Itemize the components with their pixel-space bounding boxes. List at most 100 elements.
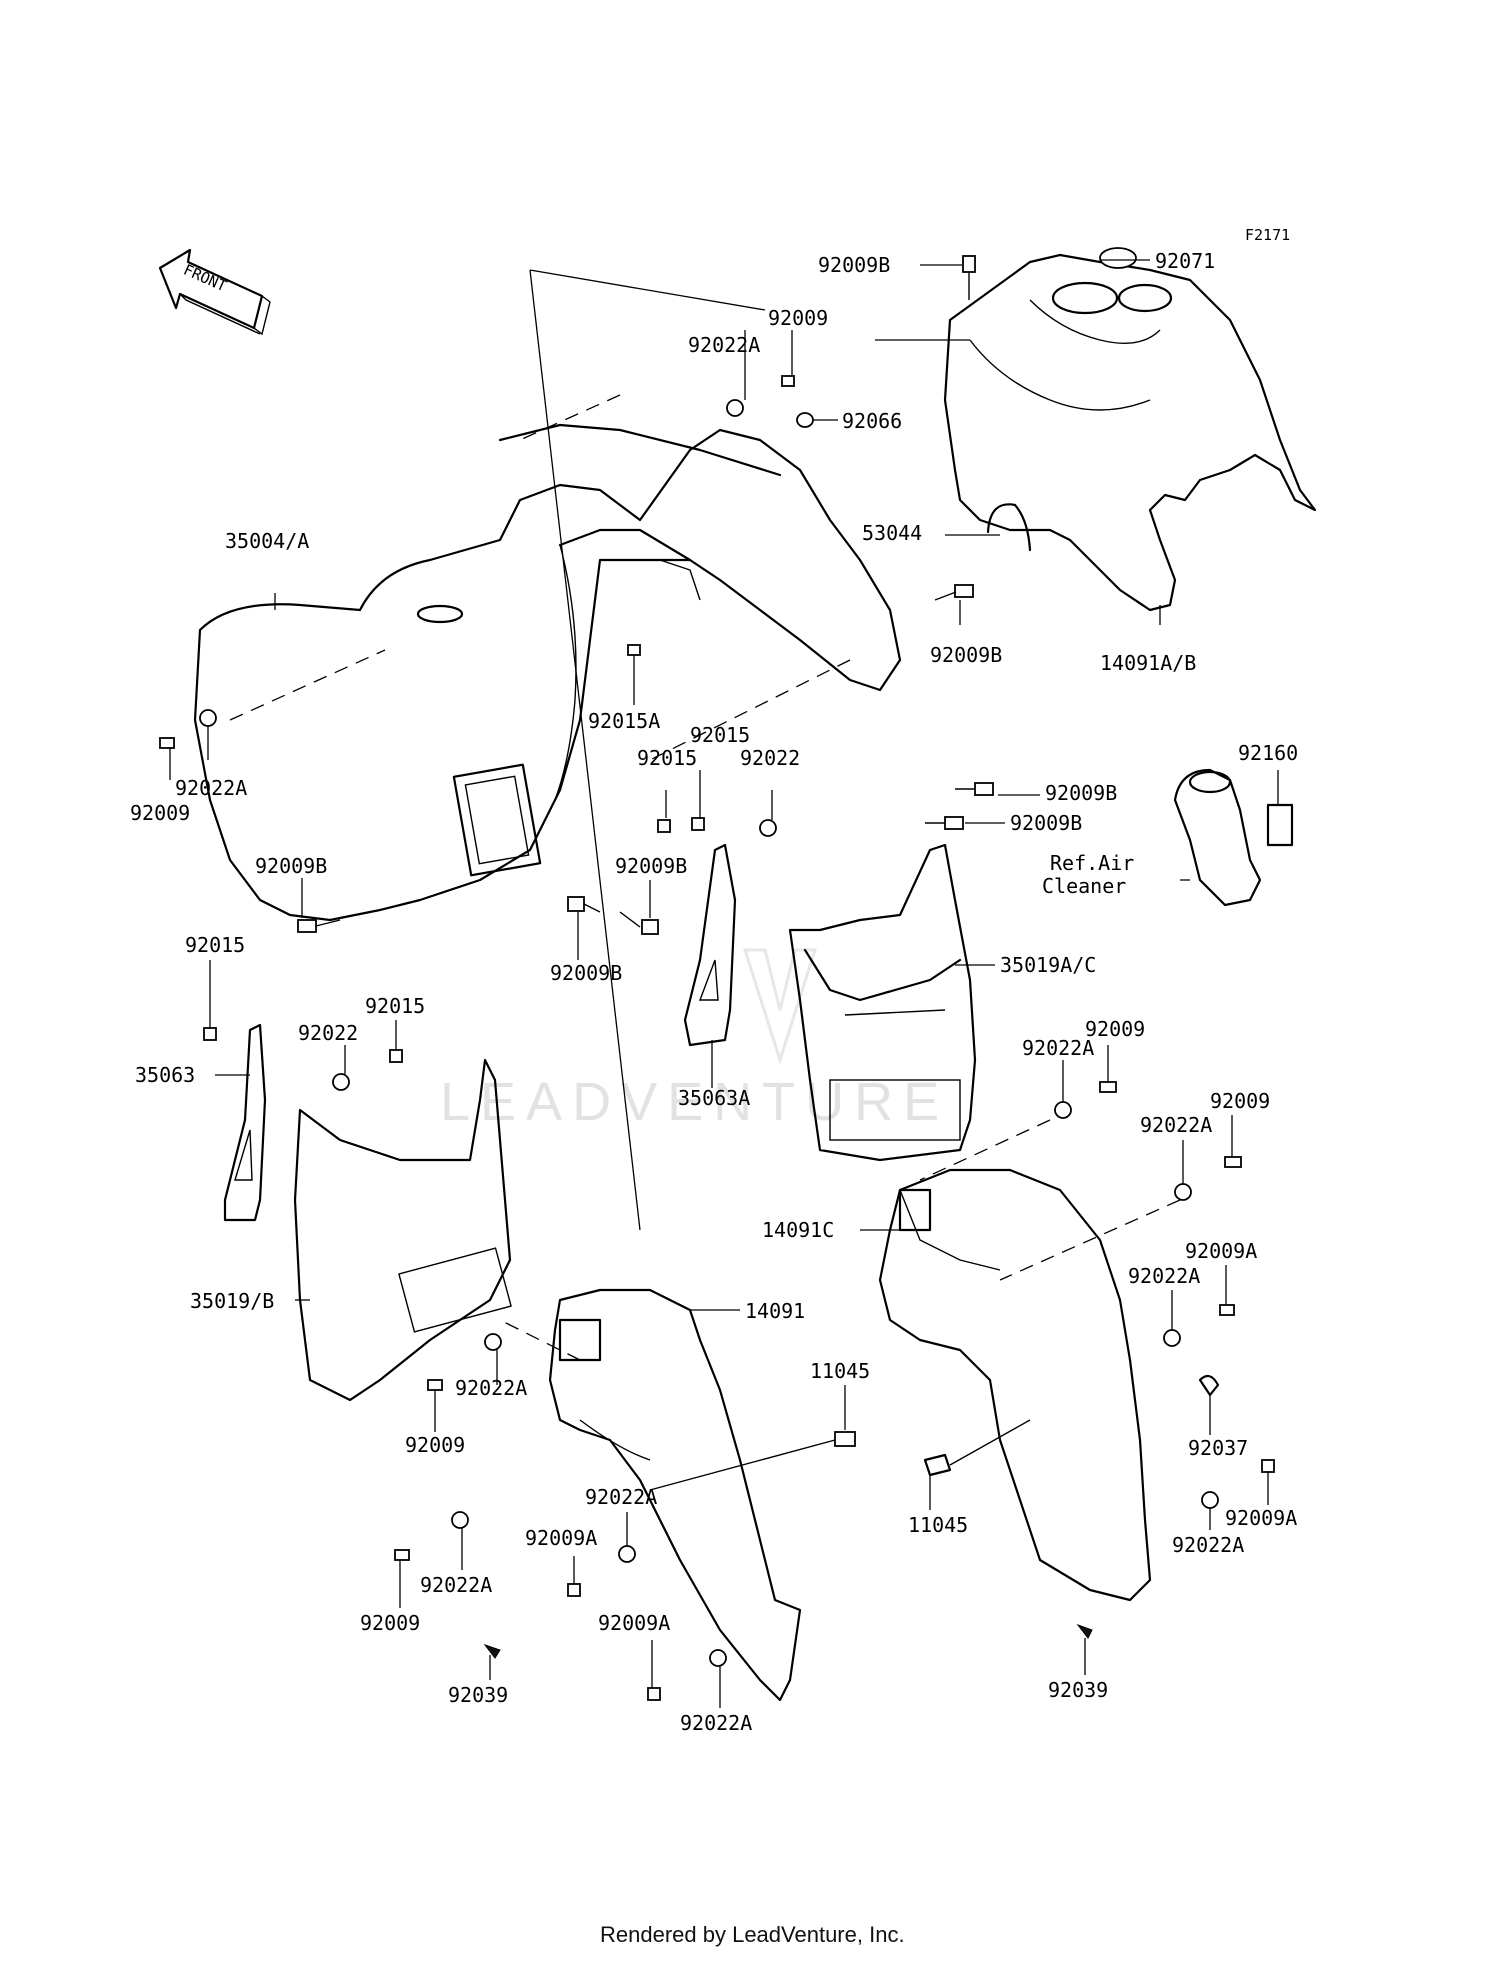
footer-credit: Rendered by LeadVenture, Inc. <box>600 1922 905 1947</box>
callout-14091: 14091 <box>745 1299 805 1323</box>
hw-washer-92022A-c3 <box>451 1511 469 1529</box>
callout-92022A-r1: 92022A <box>1022 1036 1094 1060</box>
hw-bolt-92009B-low <box>567 896 601 913</box>
fender-upper-edge <box>498 423 782 477</box>
callout-53044: 53044 <box>862 521 922 545</box>
ref-note-line1: Ref.Air <box>1050 851 1134 875</box>
callout-35004A: 35004/A <box>225 529 309 553</box>
callout-92009B-center: 92009B <box>615 854 687 878</box>
part-35063A-bracket <box>683 843 737 1047</box>
hw-pin-11045-b <box>923 1419 1031 1477</box>
callout-92039-b: 92039 <box>1048 1678 1108 1702</box>
callout-92009-c: 92009 <box>405 1433 465 1457</box>
callout-92160: 92160 <box>1238 741 1298 765</box>
callout-92009A-r2: 92009A <box>1225 1506 1297 1530</box>
hw-pin-11045-a <box>649 1431 856 1491</box>
callout-35019B: 35019/B <box>190 1289 274 1313</box>
callout-92022A-r4: 92022A <box>1172 1533 1244 1557</box>
hw-nut-92015-left <box>203 1027 217 1041</box>
hw-bolt-92009B-r2 <box>925 816 964 830</box>
hw-plug-92066 <box>796 412 814 428</box>
part-14091-inner-fender <box>548 1288 802 1702</box>
diagram-code: F2171 <box>1245 226 1290 244</box>
callout-92015A: 92015A <box>588 709 660 733</box>
hw-washer-92022A-r1 <box>1054 1101 1072 1119</box>
hw-washer-92022A-r3 <box>1163 1329 1181 1347</box>
callout-35063A: 35063A <box>678 1086 750 1110</box>
callout-92009A-r: 92009A <box>1185 1239 1257 1263</box>
callout-92009B-mid: 92009B <box>930 643 1002 667</box>
part-14091AB-cover <box>943 253 1317 612</box>
hw-bolt-92009B-center <box>619 911 659 935</box>
front-arrow-icon: FRONT <box>158 248 271 336</box>
callout-92022A-c2: 92022A <box>585 1485 657 1509</box>
watermark: LEADVENTURE <box>440 1072 949 1132</box>
callout-14091AB: 14091A/B <box>1100 651 1196 675</box>
callout-92009B-left: 92009B <box>255 854 327 878</box>
callout-92071: 92071 <box>1155 249 1215 273</box>
callout-92009-c2: 92009 <box>360 1611 420 1635</box>
hw-bolt-92009-r2 <box>1224 1156 1242 1168</box>
part-35063-bracket <box>223 1023 267 1222</box>
callout-11045-a: 11045 <box>810 1359 870 1383</box>
hw-bolt-92009B-left <box>297 919 341 933</box>
callout-92022A-r3: 92022A <box>1128 1264 1200 1288</box>
callout-92009B-top: 92009B <box>818 253 890 277</box>
callout-92022A-c3: 92022A <box>420 1573 492 1597</box>
callout-92009B-r1: 92009B <box>1045 781 1117 805</box>
cover-hole-2 <box>1117 283 1173 313</box>
hw-washer-92022A-top <box>726 399 744 417</box>
hw-bolt-92009B-mid <box>934 584 974 601</box>
part-92160-duct <box>1173 768 1262 907</box>
callout-92015-b: 92015 <box>637 746 697 770</box>
callout-92009B-low: 92009B <box>550 961 622 985</box>
callout-92009-top: 92009 <box>768 306 828 330</box>
part-14091C-inner-fender <box>878 1168 1152 1602</box>
inner-fender-tab <box>558 1318 602 1362</box>
hw-clip-92039-b <box>1076 1623 1093 1639</box>
hw-bolt-92009-c <box>427 1379 443 1391</box>
callout-14091C: 14091C <box>762 1218 834 1242</box>
hw-bolt-92009-top <box>781 375 795 387</box>
hw-clip-92039-a <box>483 1644 501 1659</box>
callouts: 92009B 92071 92009 92022A 92066 53044 35… <box>130 249 1298 1735</box>
callout-92015-left: 92015 <box>185 933 245 957</box>
hw-washer-92022A-r2 <box>1174 1183 1192 1201</box>
hw-bolt-92009A-r <box>1219 1304 1235 1316</box>
watermark-logo-icon <box>742 948 818 1065</box>
callout-92037: 92037 <box>1188 1436 1248 1460</box>
fender-panel <box>452 763 542 877</box>
hw-bolt-92009-r <box>1099 1081 1117 1093</box>
callout-92022A-c1: 92022A <box>455 1376 527 1400</box>
callout-92009A-c2: 92009A <box>598 1611 670 1635</box>
inner-fender-c-tab <box>898 1188 932 1232</box>
callout-92009B-r2: 92009B <box>1010 811 1082 835</box>
hw-bolt-92009A-c2 <box>647 1687 661 1701</box>
cover-hole-1 <box>1051 281 1119 315</box>
callout-92015-a: 92015 <box>690 723 750 747</box>
front-label: FRONT <box>181 261 230 296</box>
hw-clip-92037 <box>1198 1374 1220 1397</box>
callout-92022-low: 92022 <box>298 1021 358 1045</box>
callout-92039-a: 92039 <box>448 1683 508 1707</box>
ref-note-line2: Cleaner <box>1042 874 1126 898</box>
hw-bolt-92009A-r2 <box>1261 1459 1275 1473</box>
hw-washer-92022A-r4 <box>1201 1491 1219 1509</box>
callout-92022A-left: 92022A <box>175 776 247 800</box>
part-35004A-fender <box>193 428 902 922</box>
hw-washer-92022A-c2 <box>618 1545 636 1563</box>
callout-11045-b: 11045 <box>908 1513 968 1537</box>
hw-washer-92022-low <box>332 1073 350 1091</box>
hw-bolt-92009B-top <box>962 255 976 300</box>
hw-nut-92015-low <box>389 1049 403 1063</box>
part-35019B-flap <box>293 1058 512 1402</box>
callout-35019AC: 35019A/C <box>1000 953 1096 977</box>
hw-washer-92022-mid <box>759 819 777 837</box>
part-35019AC-flap <box>788 843 977 1162</box>
callout-92009-r: 92009 <box>1085 1017 1145 1041</box>
callout-35063: 35063 <box>135 1063 195 1087</box>
callout-92066: 92066 <box>842 409 902 433</box>
callout-92009-r2: 92009 <box>1210 1089 1270 1113</box>
